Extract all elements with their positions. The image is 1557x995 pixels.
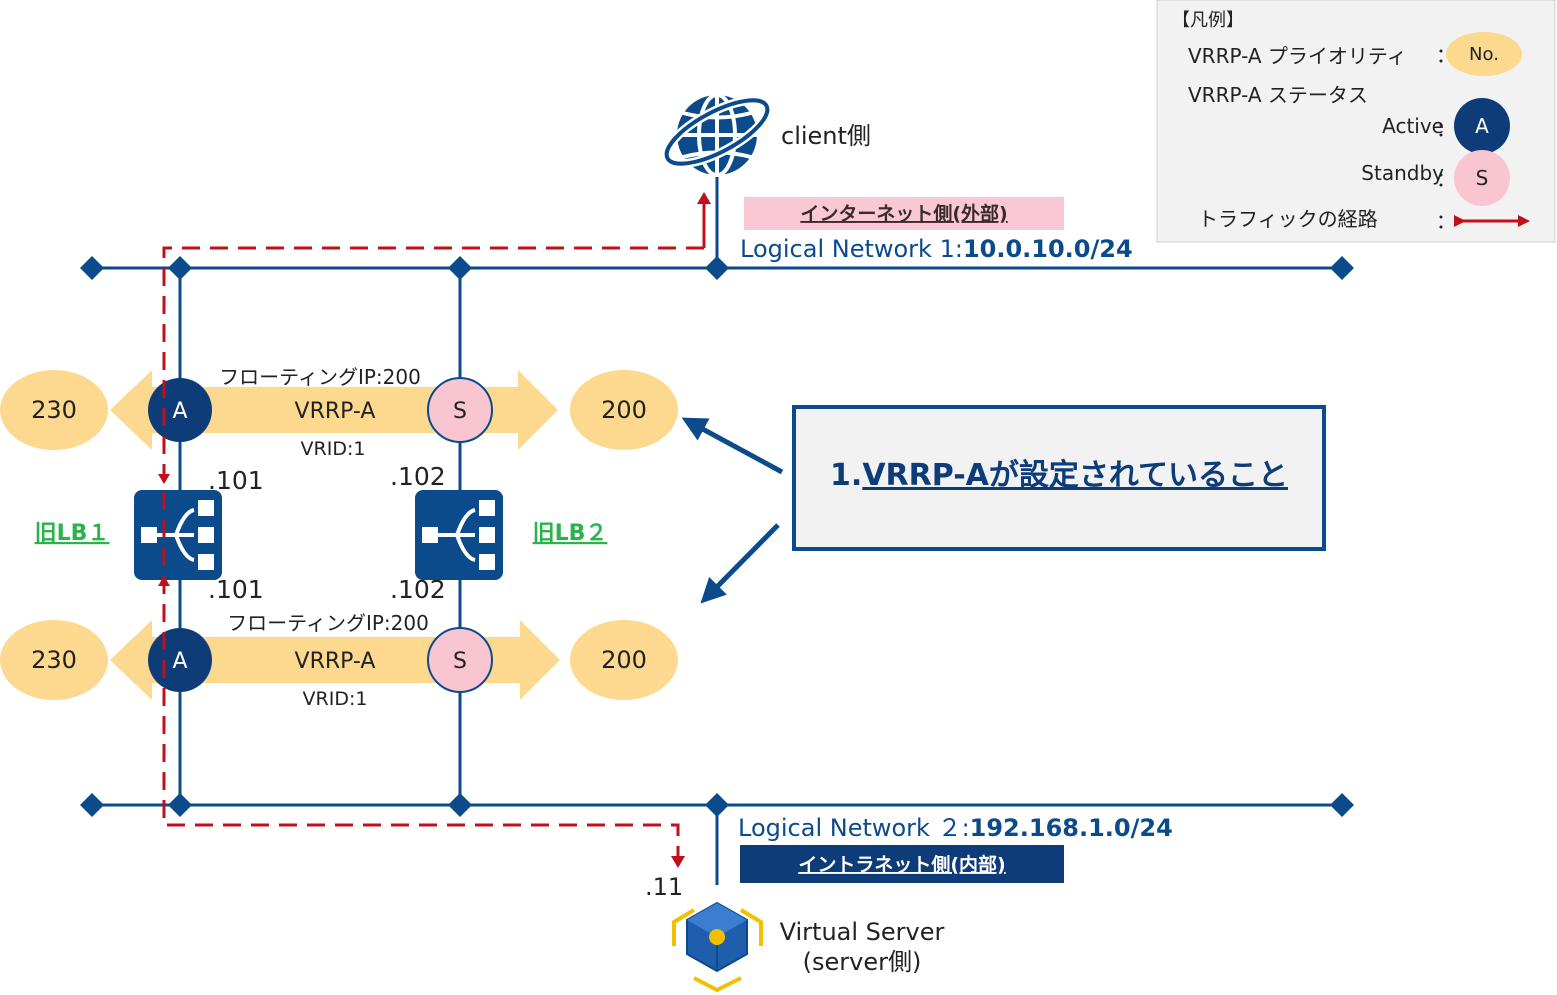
lower-right-priority-text: 200 [601, 646, 647, 674]
legend-standby-label: Standby [1361, 161, 1444, 185]
lb2-lower-ip: .102 [390, 575, 446, 604]
upper-standby-status-text: S [453, 399, 467, 424]
legend-status-label: VRRP-A ステータス [1188, 83, 1368, 107]
lb2-upper-ip: .102 [390, 462, 446, 491]
legend-standby-symbol-text: S [1476, 166, 1489, 190]
upper-right-priority [570, 370, 678, 450]
lower-right-priority [570, 620, 678, 700]
legend-active-symbol-text: A [1475, 114, 1489, 138]
callout-box [792, 405, 1326, 551]
lower-floating-ip: フローティングIP:200 [227, 611, 429, 635]
lower-vrrp-label: VRRP-A [295, 649, 376, 674]
upper-active-status-text: A [172, 399, 187, 424]
internet-badge-text: インターネット側(外部) [800, 202, 1007, 225]
legend-colon: ： [1436, 167, 1456, 191]
lb1-upper-ip: .101 [208, 466, 264, 495]
traffic-path [162, 246, 704, 858]
traffic-arrow-down [671, 856, 685, 868]
intranet-badge [740, 845, 1064, 883]
legend-colon: ： [1436, 117, 1456, 141]
legend: 【凡例】 VRRP-A プライオリティ ： No. VRRP-A ステータス A… [1156, 0, 1556, 243]
lb2-name: 旧LB２ [533, 521, 608, 546]
virtual-server-icon [672, 901, 763, 993]
lower-left-priority [0, 620, 108, 700]
server-label-line2: (server側) [803, 948, 922, 976]
upper-left-priority [0, 370, 108, 450]
server-ip: .11 [645, 873, 683, 901]
lower-standby-status-text: S [453, 649, 467, 674]
legend-traffic-label: トラフィックの経路 [1198, 207, 1378, 231]
upper-left-priority-text: 230 [31, 396, 77, 424]
legend-title: 【凡例】 [1172, 10, 1244, 31]
legend-colon: ： [1436, 209, 1456, 233]
legend-priority-symbol [1446, 32, 1522, 76]
intranet-badge-text: イントラネット側(内部) [798, 853, 1005, 876]
lb1-lower-ip: .101 [208, 575, 264, 604]
upper-standby-status [427, 377, 493, 443]
legend-standby-symbol [1454, 150, 1510, 206]
callout-text: 1.VRRP-Aが設定されていること [830, 458, 1288, 493]
legend-active-label: Active [1382, 114, 1444, 138]
upper-right-priority-text: 200 [601, 396, 647, 424]
traffic-arrow-up [697, 192, 711, 204]
legend-priority-symbol-text: No. [1469, 44, 1499, 65]
traffic-arrow-out-lb [158, 576, 170, 586]
upper-vrrp-label: VRRP-A [295, 399, 376, 424]
lower-left-priority-text: 230 [31, 646, 77, 674]
legend-active-symbol [1454, 98, 1510, 154]
internet-badge [744, 197, 1064, 230]
load-balancer-icon [134, 490, 222, 580]
callout-pointer-lower [700, 523, 780, 604]
server-label-line1: Virtual Server [780, 918, 945, 946]
upper-floating-ip: フローティングIP:200 [219, 365, 421, 389]
lower-vrid: VRID:1 [303, 688, 368, 710]
lb1-name: 旧LB１ [35, 521, 110, 546]
lower-standby-status [427, 627, 493, 693]
callout-pointer-upper [681, 417, 784, 475]
traffic-arrow-into-lb [158, 474, 170, 484]
load-balancer-icon [415, 490, 503, 580]
client-label: client側 [781, 122, 871, 150]
legend-priority-label: VRRP-A プライオリティ [1188, 44, 1407, 68]
globe-icon [662, 93, 772, 177]
network1-label: Logical Network 1:10.0.10.0/24 [740, 235, 1133, 263]
lower-active-status-text: A [172, 649, 187, 674]
network2-label: Logical Network ２:192.168.1.0/24 [738, 814, 1173, 842]
upper-vrid: VRID:1 [301, 438, 366, 460]
